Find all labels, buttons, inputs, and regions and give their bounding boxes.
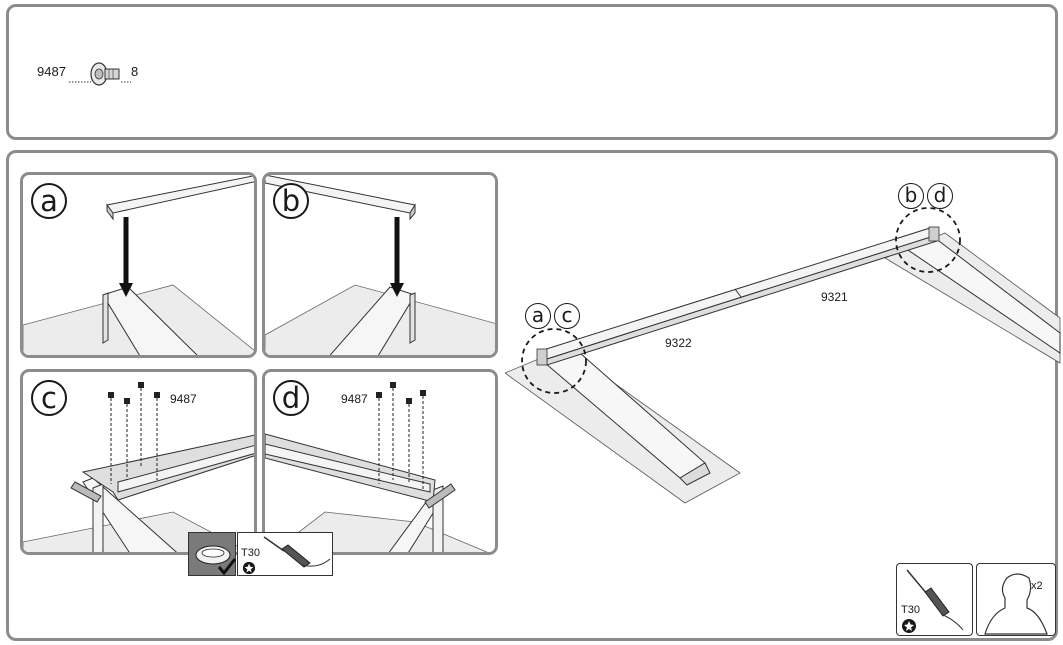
inset-bit-size: T30 [241,547,260,559]
callout-letter-a: a [525,303,551,329]
panel-c-illustration [23,382,254,552]
person-icon [984,573,1048,635]
tool-box-screwdriver: T30 [896,563,973,636]
callout-letter-c: c [554,303,580,329]
checkmark-icon [217,558,237,576]
screw-icon [69,62,131,86]
arrow-down-icon [119,283,133,297]
step-panel-c: c 9487 [20,369,257,555]
main-assembly-illustration [505,226,1061,504]
tool-box-people: x2 [976,563,1056,636]
main-frame: a c b d 9322 9321 T30 x2 [6,150,1061,641]
panel-letter-a: a [31,183,67,219]
panel-letter-d: d [273,380,309,416]
part-label-9322: 9322 [665,336,692,350]
parts-part-number: 9487 [37,64,66,79]
screwdriver-icon [263,536,331,568]
callout-circle-right [895,207,961,273]
part-label-9321: 9321 [821,290,848,304]
arrow-down-icon [390,283,404,297]
panel-a-illustration [23,175,254,355]
tool-inset-screwdriver: T30 [237,532,333,576]
callout-letter-d: d [927,183,953,209]
step-panel-b: b [262,172,498,358]
panel-letter-c: c [31,380,67,416]
torx-icon [902,619,916,633]
panel-d-part-number: 9487 [341,392,368,406]
screw-icon [108,382,160,404]
callout-letter-b: b [898,183,924,209]
step-panel-a: a [20,172,257,358]
panel-d-illustration [265,382,488,552]
panel-letter-b: b [273,183,309,219]
torx-icon [242,561,256,575]
screw-icon [376,382,426,404]
people-count: x2 [1031,580,1043,592]
tool-bit-size: T30 [901,604,920,616]
step-panel-d: d 9487 [262,369,498,555]
panel-b-illustration [265,175,495,355]
screwdriver-icon [906,569,964,631]
hand-tighten-icon [188,532,237,576]
callout-circle-left [521,328,587,394]
parts-quantity: 8 [131,64,139,79]
panel-c-part-number: 9487 [170,392,197,406]
parts-frame: 9487 8 [6,4,1058,140]
